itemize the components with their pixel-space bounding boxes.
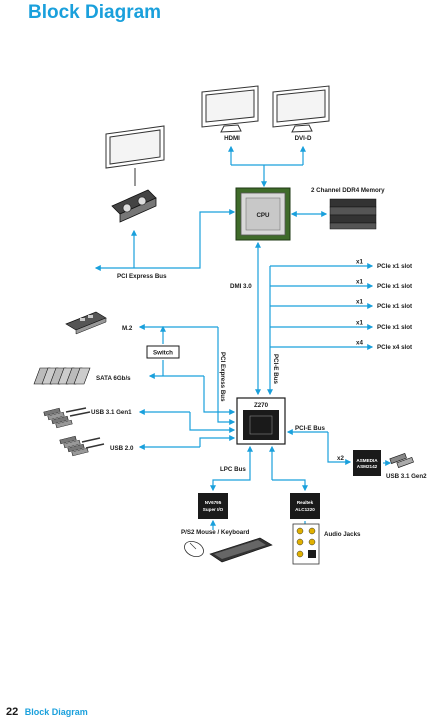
monitor-pci-icon	[105, 125, 165, 186]
pcie-slot-label: PCIe x1 slot	[377, 263, 412, 270]
cpu-label: CPU	[256, 212, 270, 219]
pcie-slot-lanes: x1	[356, 320, 363, 327]
super-io-line2: Super I/O	[203, 507, 224, 512]
pci-express-bus-label: PCI Express Bus	[117, 273, 167, 280]
graphics-card-icon	[111, 189, 157, 223]
footer-section: Block Diagram	[24, 707, 88, 717]
pcie-slot-label: PCIe x1 slot	[377, 283, 412, 290]
usb31-gen2-label: USB 3.1 Gen2	[386, 473, 427, 480]
monitor-hdmi-icon	[201, 85, 259, 133]
pci-express-bus-lines	[94, 209, 236, 271]
pcie-slot-label: PCIe x1 slot	[377, 324, 412, 331]
m2-ssd-icon	[65, 311, 107, 335]
asmedia-chip-icon	[353, 450, 381, 476]
memory-label: 2 Channel DDR4 Memory	[311, 187, 385, 194]
audio-jacks-label: Audio Jacks	[324, 531, 361, 538]
switch-label: Switch	[153, 350, 173, 357]
page-number: 22	[6, 706, 19, 718]
pcie-slot-label: PCIe x4 slot	[377, 344, 412, 351]
asmedia-line1: ASMEDIA	[356, 458, 378, 463]
pcie-bus-label: PCI-E Bus	[295, 425, 325, 432]
audio-codec-chip-icon	[290, 493, 320, 519]
super-io-line1: NV6795	[205, 500, 222, 505]
pci-express-bus-vertical-label: PCI Express Bus	[219, 352, 226, 402]
storage-bus-lines	[138, 324, 236, 425]
pcie-slot-label: PCIe x1 slot	[377, 303, 412, 310]
usb31-gen2-cable-icon	[389, 452, 414, 468]
audio-chip-line1: Realtek	[297, 500, 314, 505]
usb31-gen1-cables-icon	[43, 407, 91, 429]
page-title: Block Diagram	[28, 2, 162, 23]
m2-label: M.2	[122, 325, 133, 332]
cpu-chip-icon	[235, 187, 291, 241]
sata-label: SATA 6Gb/s	[96, 375, 131, 382]
dvid-label: DVI-D	[295, 135, 312, 142]
mouse-icon	[184, 540, 204, 558]
pcie-slot-lanes: x1	[356, 299, 363, 306]
switch-box	[146, 345, 180, 359]
asmedia-bus-lines	[286, 429, 352, 465]
keyboard-icon	[209, 537, 273, 563]
chipset-icon	[236, 397, 286, 445]
pcie-slot-lanes: x1	[356, 259, 363, 266]
lpc-bus-lines	[210, 445, 308, 492]
usb20-cables-icon	[59, 435, 105, 457]
sata-drives-icon	[33, 367, 91, 385]
pcie-slot-lanes: x4	[356, 340, 363, 347]
super-io-chip-icon	[198, 493, 228, 519]
usb-bus-lines	[138, 409, 236, 450]
page-footer: 22 Block Diagram	[6, 706, 88, 718]
pcie-slot-lanes: x1	[356, 279, 363, 286]
x2-label: x2	[337, 455, 344, 462]
usb20-label: USB 2.0	[110, 445, 134, 452]
monitor-dvid-icon	[272, 85, 330, 133]
chipset-label: Z270	[254, 402, 269, 409]
hdmi-label: HDMI	[224, 135, 240, 142]
audio-jacks-icon	[292, 523, 320, 565]
usb31-gen1-label: USB 3.1 Gen1	[91, 409, 132, 416]
pcie-slots-bus-lines	[267, 263, 374, 396]
ps2-label: P/S2 Mouse / Keyboard	[181, 529, 250, 536]
display-connector-lines	[228, 145, 306, 188]
memory-modules-icon	[329, 198, 377, 230]
lpc-bus-label: LPC Bus	[220, 466, 246, 473]
dmi-label: DMI 3.0	[230, 283, 252, 290]
pcie-bus-vertical-label: PCI-E Bus	[272, 354, 279, 384]
asmedia-line2: ASM2142	[357, 464, 378, 469]
audio-chip-line2: ALC1220	[295, 507, 315, 512]
